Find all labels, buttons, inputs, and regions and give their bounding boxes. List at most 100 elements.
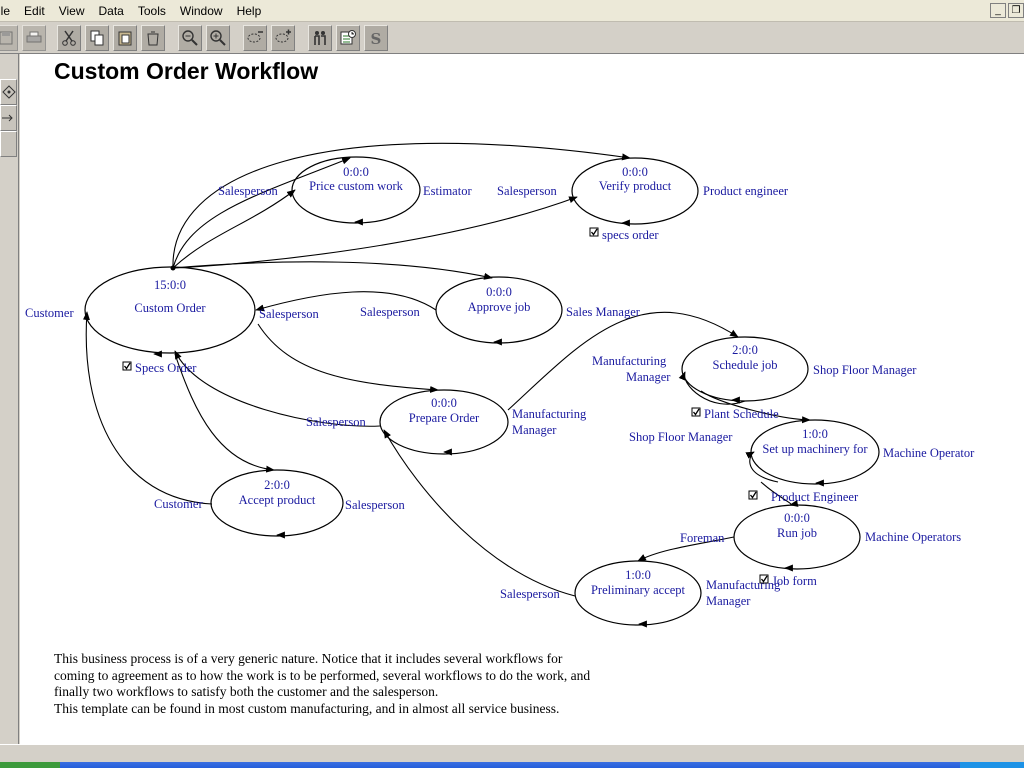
node-ellipse xyxy=(681,336,809,402)
check-mark-icon xyxy=(760,575,768,583)
people-button[interactable] xyxy=(308,25,332,51)
arrow-approve-to-custom-order[interactable] xyxy=(255,291,437,312)
node-time: 0:0:0 xyxy=(486,285,512,299)
print-button[interactable] xyxy=(22,25,46,51)
start-button[interactable] xyxy=(0,762,60,768)
node-name: Schedule job xyxy=(713,358,778,372)
form-specs-order-custom[interactable]: Specs Order xyxy=(122,361,197,375)
menu-data[interactable]: Data xyxy=(98,3,124,18)
spelling-button[interactable]: S xyxy=(364,25,388,51)
form-product-engineer-check[interactable] xyxy=(748,490,758,500)
form-label: Plant Schedule xyxy=(704,407,779,421)
toolbar: S xyxy=(0,22,1024,54)
node-time: 0:0:0 xyxy=(784,511,810,525)
workflow-schedule-job[interactable]: 2:0:0 Schedule job xyxy=(681,336,809,402)
arrow-to-accept-product[interactable] xyxy=(174,353,275,473)
calendar-icon xyxy=(340,30,356,45)
node-name: Preliminary accept xyxy=(591,583,686,597)
description-line: This template can be found in most custo… xyxy=(54,700,560,716)
node-name: Set up machinery for xyxy=(762,442,868,456)
print-icon xyxy=(26,31,42,43)
node-ellipse xyxy=(750,419,880,485)
collapse-button[interactable] xyxy=(243,25,267,51)
role-label: Manufacturing xyxy=(592,354,667,368)
mdi-restore-button[interactable]: ❐ xyxy=(1008,3,1024,18)
workflow-custom-order[interactable]: 15:0:0 Custom Order xyxy=(84,266,256,354)
form-job-form[interactable]: Job form xyxy=(759,574,817,588)
zoom-out-button[interactable] xyxy=(178,25,202,51)
zoom-out-icon xyxy=(182,30,198,46)
arrow-from-price-custom-work[interactable] xyxy=(172,189,296,269)
workflow-run-job[interactable]: 0:0:0 Run job xyxy=(733,504,861,570)
side-button-diamond[interactable] xyxy=(0,79,17,105)
arrow-schedule-loop[interactable] xyxy=(678,371,746,405)
collapse-icon xyxy=(247,31,263,43)
arrow-to-price-custom-work[interactable] xyxy=(172,157,351,269)
menu-edit[interactable]: Edit xyxy=(24,3,45,18)
node-name: Run job xyxy=(777,526,817,540)
node-time: 2:0:0 xyxy=(732,343,758,357)
menu-file[interactable]: ile xyxy=(0,3,11,18)
form-label: Job form xyxy=(772,574,817,588)
save-button[interactable] xyxy=(0,25,18,51)
workflow-verify-product[interactable]: 0:0:0 Verify product xyxy=(571,157,699,225)
arrow-to-verify-product[interactable] xyxy=(172,142,631,269)
workflow-preliminary-accept[interactable]: 1:0:0 Preliminary accept xyxy=(574,560,702,626)
menu-view[interactable]: View xyxy=(58,3,85,18)
role-label: Customer xyxy=(25,306,74,320)
description-line: This business process is of a very gener… xyxy=(54,651,563,666)
spelling-icon: S xyxy=(371,30,382,47)
description-line: coming to agreement as to how the work i… xyxy=(54,667,591,683)
menu-window[interactable]: Window xyxy=(179,3,223,18)
role-label: Foreman xyxy=(680,531,725,545)
menu-help[interactable]: Help xyxy=(236,3,262,18)
node-ellipse xyxy=(379,389,509,455)
arrow-to-preliminary-accept[interactable] xyxy=(637,536,735,562)
side-button-blank[interactable] xyxy=(0,131,17,157)
left-side-panel xyxy=(0,54,19,744)
arrow-accept-to-custom-order[interactable] xyxy=(82,311,213,505)
workflow-set-up-machinery[interactable]: 1:0:0 Set up machinery for xyxy=(750,419,880,485)
arrow-from-verify-product[interactable] xyxy=(172,196,578,269)
arrow-to-prepare-order[interactable] xyxy=(257,323,439,393)
cut-button[interactable] xyxy=(57,25,81,51)
node-time: 1:0:0 xyxy=(802,427,828,441)
expand-button[interactable] xyxy=(271,25,295,51)
role-label: Manufacturing xyxy=(512,407,587,421)
workflow-approve-job[interactable]: 0:0:0 Approve job xyxy=(435,276,563,344)
node-time: 15:0:0 xyxy=(154,278,186,292)
node-time: 1:0:0 xyxy=(625,568,651,582)
status-bar xyxy=(0,744,1024,762)
node-time: 0:0:0 xyxy=(343,165,369,179)
form-label: Specs Order xyxy=(135,361,197,375)
copy-button[interactable] xyxy=(85,25,109,51)
menu-tools[interactable]: Tools xyxy=(137,3,166,18)
role-label: Product engineer xyxy=(703,184,789,198)
role-label: Manager xyxy=(512,423,557,437)
arrow-right-icon xyxy=(2,114,13,122)
workflow-accept-product[interactable]: 2:0:0 Accept product xyxy=(210,469,344,537)
node-ellipse xyxy=(210,469,344,537)
workflow-prepare-order[interactable]: 0:0:0 Prepare Order xyxy=(379,389,509,455)
side-button-arrow[interactable] xyxy=(0,105,17,131)
delete-button[interactable] xyxy=(141,25,165,51)
role-label: Sales Manager xyxy=(566,305,641,319)
node-name: Verify product xyxy=(599,179,672,193)
form-specs-order-verify[interactable]: specs order xyxy=(589,227,659,242)
workflow-diagram: 15:0:0 Custom Order 0:0:0 Price custom w… xyxy=(25,142,975,628)
mdi-minimize-button[interactable]: _ xyxy=(990,3,1006,18)
role-label: Salesperson xyxy=(218,184,278,198)
role-label: Salesperson xyxy=(306,415,366,429)
arrow-to-schedule-job[interactable] xyxy=(507,311,739,411)
arrow-setup-loop[interactable] xyxy=(745,451,779,483)
calendar-button[interactable] xyxy=(336,25,360,51)
zoom-in-button[interactable] xyxy=(206,25,230,51)
paste-icon xyxy=(118,31,132,46)
arrow-prepare-to-custom-order[interactable] xyxy=(174,350,381,427)
form-plant-schedule[interactable]: Plant Schedule xyxy=(691,407,779,421)
paste-button[interactable] xyxy=(113,25,137,51)
check-mark-icon xyxy=(749,491,757,499)
check-mark-icon xyxy=(692,408,700,416)
arrow-preliminary-to-prepare-order[interactable] xyxy=(383,429,576,597)
workflow-price-custom-work[interactable]: 0:0:0 Price custom work xyxy=(291,156,421,224)
